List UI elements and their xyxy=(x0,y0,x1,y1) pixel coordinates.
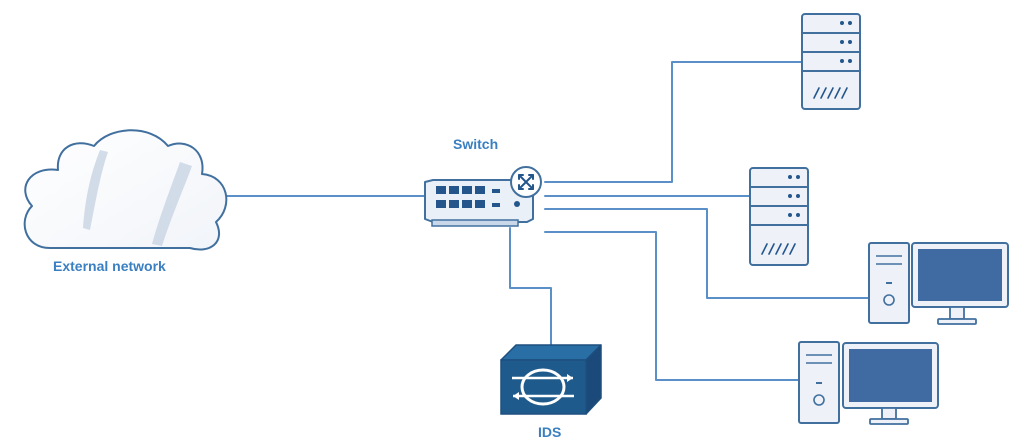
link-switch-workstation-bottom xyxy=(544,231,800,381)
server-icon xyxy=(801,13,861,110)
cloud-icon xyxy=(23,129,228,251)
ids-appliance-icon xyxy=(500,344,602,415)
network-switch-icon xyxy=(424,166,542,227)
workstation-icon xyxy=(868,242,1009,325)
external-network-label: External network xyxy=(53,258,166,274)
link-switch-ids xyxy=(509,227,552,346)
server-icon xyxy=(749,167,809,266)
link-switch-workstation-right xyxy=(544,208,870,299)
switch-label: Switch xyxy=(453,136,499,152)
workstation-icon xyxy=(798,341,939,425)
link-switch-server-top xyxy=(544,61,803,183)
ids-label: IDS xyxy=(538,424,562,440)
